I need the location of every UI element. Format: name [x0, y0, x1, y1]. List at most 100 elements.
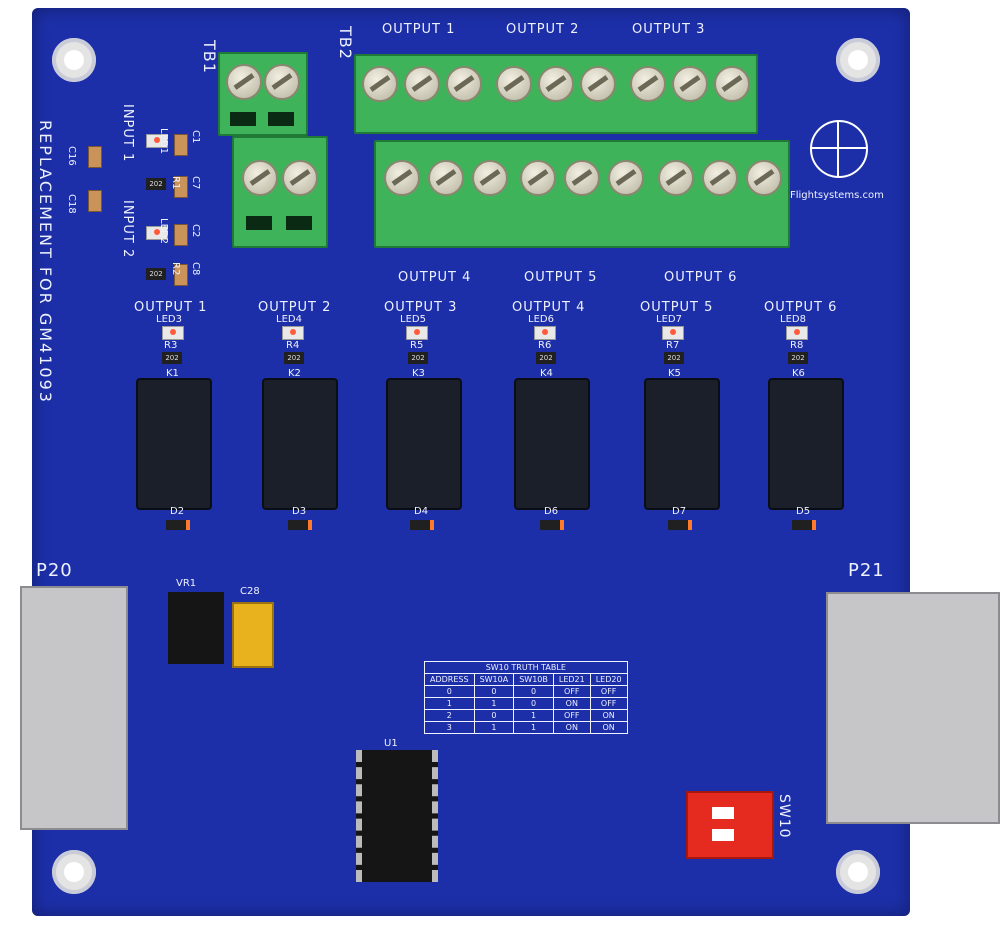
- led-label: LED5: [400, 314, 426, 325]
- globe-logo-icon: [810, 120, 868, 178]
- diode-label: D5: [796, 506, 811, 517]
- screw-icon[interactable]: [580, 66, 616, 102]
- screw-icon[interactable]: [702, 160, 738, 196]
- output-3-label: OUTPUT 3: [384, 300, 458, 315]
- screw-icon[interactable]: [384, 160, 420, 196]
- table-row: 2 0 1 OFF ON: [424, 709, 628, 722]
- tb1-terminal-block-lower: [232, 136, 328, 248]
- input-part-label: R2: [170, 262, 181, 276]
- p21-label: P21: [848, 560, 885, 581]
- board-title: REPLACEMENT FOR GM41093: [36, 120, 55, 404]
- output-group-5-label: OUTPUT 5: [524, 270, 598, 285]
- screw-icon[interactable]: [242, 160, 278, 196]
- table-cell: OFF: [589, 697, 628, 710]
- table-cell: ON: [589, 709, 628, 722]
- input-2-label: INPUT 2: [120, 200, 135, 259]
- truth-table-header: LED20: [589, 673, 628, 686]
- screw-icon[interactable]: [226, 64, 262, 100]
- relay-label: K1: [166, 368, 179, 379]
- led-label: LED8: [780, 314, 806, 325]
- output-led: [282, 326, 304, 340]
- diode-label: D7: [672, 506, 687, 517]
- resistor-label: R4: [286, 340, 300, 351]
- table-cell: ON: [552, 721, 591, 734]
- diode-label: D4: [414, 506, 429, 517]
- output-5-label: OUTPUT 5: [640, 300, 714, 315]
- table-cell: 1: [513, 721, 554, 734]
- capacitor: [88, 190, 102, 212]
- output-4-label: OUTPUT 4: [512, 300, 586, 315]
- dip-switch-toggle-2[interactable]: [712, 829, 734, 841]
- table-cell: ON: [589, 721, 628, 734]
- capacitor: [174, 264, 188, 286]
- screw-icon[interactable]: [496, 66, 532, 102]
- led-label: LED4: [276, 314, 302, 325]
- table-cell: 0: [513, 685, 554, 698]
- table-cell: 1: [513, 709, 554, 722]
- relay: [262, 378, 338, 510]
- dip-switch-toggle-1[interactable]: [712, 807, 734, 819]
- resistor: 202: [162, 352, 182, 364]
- screw-icon[interactable]: [446, 66, 482, 102]
- resistor-label: R7: [666, 340, 680, 351]
- screw-icon[interactable]: [264, 64, 300, 100]
- p20-connector[interactable]: [20, 586, 128, 830]
- capacitor: [174, 224, 188, 246]
- resistor: 202: [284, 352, 304, 364]
- relay-label: K5: [668, 368, 681, 379]
- relay: [514, 378, 590, 510]
- screw-icon[interactable]: [672, 66, 708, 102]
- screw-icon[interactable]: [472, 160, 508, 196]
- input-part-label: C8: [190, 262, 201, 276]
- output-led: [662, 326, 684, 340]
- resistor: 202: [536, 352, 556, 364]
- cap-c18-label: C18: [66, 194, 77, 214]
- cap-c28-label: C28: [240, 586, 260, 597]
- output-led: [406, 326, 428, 340]
- relay-label: K2: [288, 368, 301, 379]
- screw-icon[interactable]: [362, 66, 398, 102]
- capacitor: [174, 176, 188, 198]
- screw-icon[interactable]: [564, 160, 600, 196]
- screw-icon[interactable]: [746, 160, 782, 196]
- diode: [792, 520, 816, 530]
- screw-icon[interactable]: [428, 160, 464, 196]
- input-1-label: INPUT 1: [120, 104, 135, 163]
- table-cell: ON: [552, 697, 591, 710]
- screw-icon[interactable]: [714, 66, 750, 102]
- screw-icon[interactable]: [404, 66, 440, 102]
- switch-label: SW10: [776, 794, 792, 839]
- p21-connector[interactable]: [826, 592, 1000, 824]
- relay: [644, 378, 720, 510]
- mounting-hole-bottom-left: [52, 850, 96, 894]
- relay-label: K3: [412, 368, 425, 379]
- screw-icon[interactable]: [608, 160, 644, 196]
- dip-switch[interactable]: [686, 791, 774, 859]
- tb2-terminal-block-top: [354, 54, 758, 134]
- table-row: 3 1 1 ON ON: [424, 721, 628, 734]
- table-cell: 1: [473, 721, 515, 734]
- screw-icon[interactable]: [538, 66, 574, 102]
- input-part-label: LED2: [158, 218, 169, 244]
- input-part-label: LED1: [158, 128, 169, 154]
- diode-label: D6: [544, 506, 559, 517]
- screw-icon[interactable]: [630, 66, 666, 102]
- resistor: 202: [788, 352, 808, 364]
- screw-icon[interactable]: [282, 160, 318, 196]
- wire-slot: [268, 112, 294, 126]
- mounting-hole-top-left: [52, 38, 96, 82]
- relay-label: K6: [792, 368, 805, 379]
- output-group-3-label: OUTPUT 3: [632, 22, 706, 37]
- wire-slot: [286, 216, 312, 230]
- resistor-r2: 202: [146, 268, 166, 280]
- truth-table-title: SW10 TRUTH TABLE: [424, 661, 628, 674]
- output-group-4-label: OUTPUT 4: [398, 270, 472, 285]
- table-cell: OFF: [589, 685, 628, 698]
- screw-icon[interactable]: [658, 160, 694, 196]
- screw-icon[interactable]: [520, 160, 556, 196]
- diode: [410, 520, 434, 530]
- p20-label: P20: [36, 560, 73, 581]
- table-cell: 0: [473, 709, 515, 722]
- resistor-label: R8: [790, 340, 804, 351]
- resistor: 202: [408, 352, 428, 364]
